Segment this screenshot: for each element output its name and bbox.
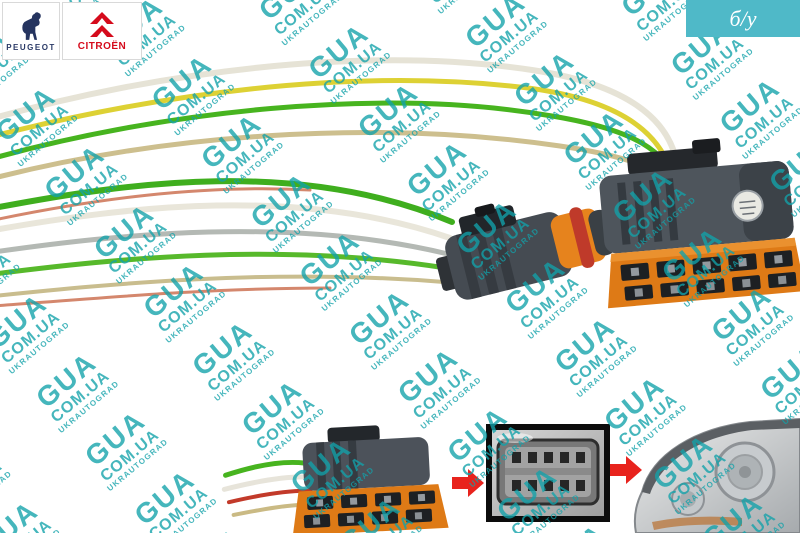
photo-glare: [497, 433, 533, 443]
connector-right-terminal-slots: [620, 250, 797, 301]
wire-red: [226, 488, 313, 505]
peugeot-logo-box: PEUGEOT: [2, 2, 60, 60]
connector-right-latch-tab: [691, 138, 721, 155]
headlight-lens-small-inner: [680, 491, 696, 507]
connector-right-orange-highlight: [610, 237, 797, 262]
connector-bottom-terminal-slots: [303, 490, 436, 529]
citroen-label: CITROËN: [77, 40, 127, 52]
wire-gray: [0, 229, 451, 257]
connector-bottom: [221, 425, 449, 533]
wire-white-2: [0, 202, 453, 241]
connector-rib: [664, 178, 679, 241]
headlight-photo: [633, 417, 800, 533]
wire-beige-2: [0, 274, 446, 298]
wire-salmon-2: [0, 286, 332, 308]
wire-green-2: [0, 178, 455, 225]
condition-badge: б/у: [686, 0, 800, 37]
connector-right-label: [731, 189, 764, 222]
socket-pins-bottom: [512, 480, 585, 491]
wire-bundle-upper: [0, 57, 685, 201]
socket-closeup-photo: [486, 424, 610, 522]
headlight-indicator-strip: [652, 516, 742, 530]
citroen-logo-box: CITROËN: [62, 2, 142, 60]
connector-right: [599, 138, 800, 309]
connector-center-latch-button: [474, 203, 496, 217]
peugeot-label: PEUGEOT: [6, 42, 56, 52]
connector-right-label-marks: [739, 200, 756, 215]
arrow-right-icon: [452, 469, 484, 497]
connector-bottom-latch: [327, 425, 380, 444]
connector-right-body-shade: [738, 161, 794, 242]
connector-rib: [315, 442, 327, 491]
wire-green-4: [223, 459, 308, 478]
brand-strip: PEUGEOT CITROËN: [2, 2, 142, 60]
connector-rib: [617, 182, 631, 245]
arrow-right-icon: [610, 456, 642, 484]
connector-rib: [649, 179, 663, 242]
connector-center: [435, 203, 616, 300]
connector-rib: [633, 180, 647, 244]
wire-green-3: [0, 251, 449, 276]
wire-yellow: [0, 78, 675, 179]
connector-rib: [347, 440, 359, 489]
connector-rib: [331, 441, 343, 490]
connector-center-latch: [458, 205, 517, 237]
wire-white-3: [221, 474, 311, 492]
headlight-top-edge: [642, 419, 800, 494]
wire-green-1: [0, 100, 679, 189]
headlight-bulb: [739, 466, 751, 478]
connector-rib: [455, 232, 482, 300]
connector-rib: [490, 223, 517, 291]
wire-white-1: [0, 57, 681, 173]
wire-bundle-center: [0, 178, 455, 308]
connector-rib: [473, 228, 500, 295]
socket-pins-top: [512, 452, 585, 463]
socket-mid-bar: [505, 468, 591, 475]
citroen-chevrons-icon: [90, 11, 114, 37]
wire-salmon-1: [0, 187, 312, 221]
connector-center-red-seal: [569, 207, 595, 268]
peugeot-lion-icon: [22, 11, 41, 40]
